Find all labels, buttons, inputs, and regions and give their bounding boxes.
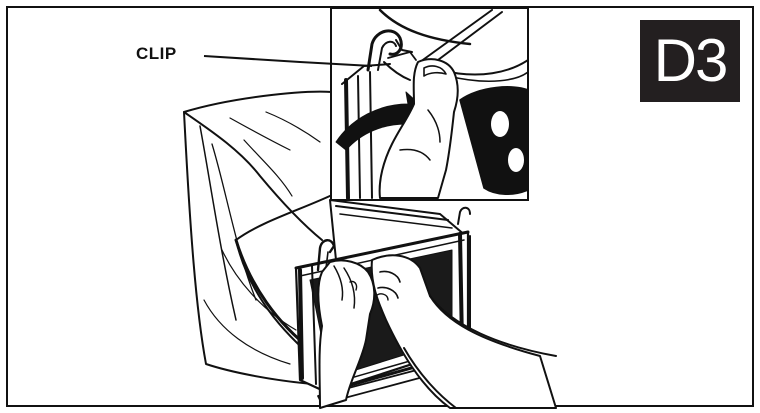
frame-right-hook [458,208,470,224]
inset-handle-hole [508,148,524,172]
clip-callout-label: CLIP [136,44,177,64]
detail-inset [331,8,528,200]
frame-side-bar [300,270,302,378]
step-badge: D3 [640,20,740,102]
inset-handle-hole [491,111,509,137]
